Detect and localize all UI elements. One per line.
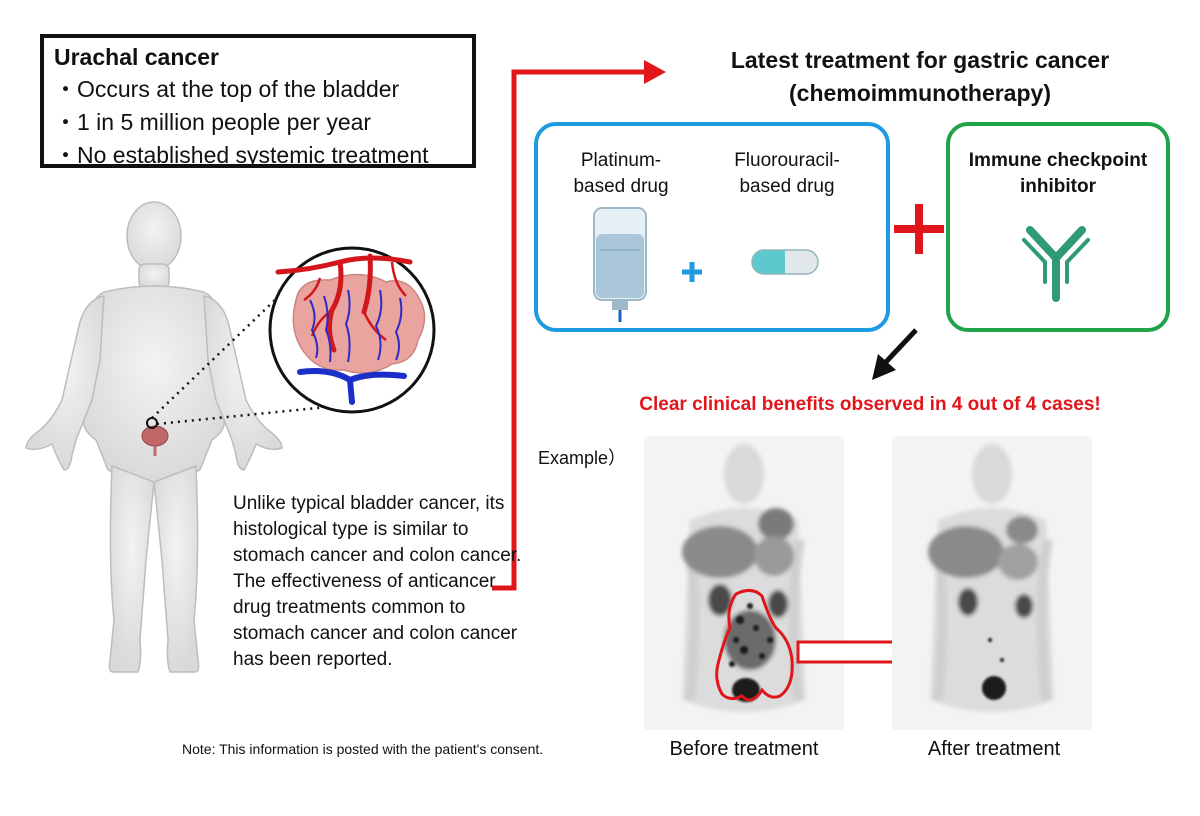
clinical-benefit-text: Clear clinical benefits observed in 4 ou… (639, 394, 1101, 415)
treatment-title-line2: (chemoimmunotherapy) (789, 80, 1051, 106)
red-connector-arrow (492, 69, 648, 591)
info-box-title: Urachal cancer (54, 44, 219, 70)
chemo-drugs-box (534, 122, 890, 332)
platinum-label-line2: based drug (573, 176, 669, 197)
before-treatment-label: Before treatment (669, 738, 819, 760)
antibody-icon (1026, 226, 1086, 302)
immune-label-line2: inhibitor (1020, 176, 1096, 197)
fluoro-label-line2: based drug (739, 176, 835, 197)
black-arrow (872, 328, 918, 380)
treatment-title-line1: Latest treatment for gastric cancer (730, 47, 1110, 73)
info-bullet-location: ・Occurs at the top of the bladder (54, 76, 400, 102)
immune-label-line1: Immune checkpoint (968, 150, 1148, 171)
fluoro-label-line1: Fluorouracil- (734, 150, 840, 171)
info-bullet-incidence: ・1 in 5 million people per year (54, 109, 372, 135)
tumor-outline (715, 589, 794, 702)
bladder-shape (141, 425, 169, 447)
iv-bag-icon (593, 207, 647, 322)
human-body-figure (25, 201, 283, 673)
treatment-title: Latest treatment for gastric cancer (che… (640, 44, 1200, 110)
pet-scan-after (892, 436, 1092, 730)
fluorouracil-drug-label: Fluorouracil- based drug (712, 148, 862, 200)
red-plus-icon (894, 204, 944, 254)
pet-scan-before (644, 436, 844, 730)
tumor-zoom-circle (268, 246, 436, 414)
info-bullet-treatment: ・No established systemic treatment (54, 142, 429, 168)
description-text: Unlike typical bladder cancer, its histo… (233, 493, 522, 670)
after-treatment-label: After treatment (927, 738, 1061, 760)
immune-inhibitor-box (946, 122, 1170, 332)
consent-note: Note: This information is posted with th… (182, 741, 544, 757)
plus-icon (682, 262, 702, 282)
example-label: Example） (538, 448, 627, 468)
platinum-drug-label: Platinum- based drug (556, 148, 686, 200)
platinum-label-line1: Platinum- (580, 150, 662, 171)
capsule-icon (751, 249, 819, 275)
immune-inhibitor-label: Immune checkpoint inhibitor (950, 148, 1166, 200)
urachal-info-box: Urachal cancer ・Occurs at the top of the… (40, 34, 476, 168)
